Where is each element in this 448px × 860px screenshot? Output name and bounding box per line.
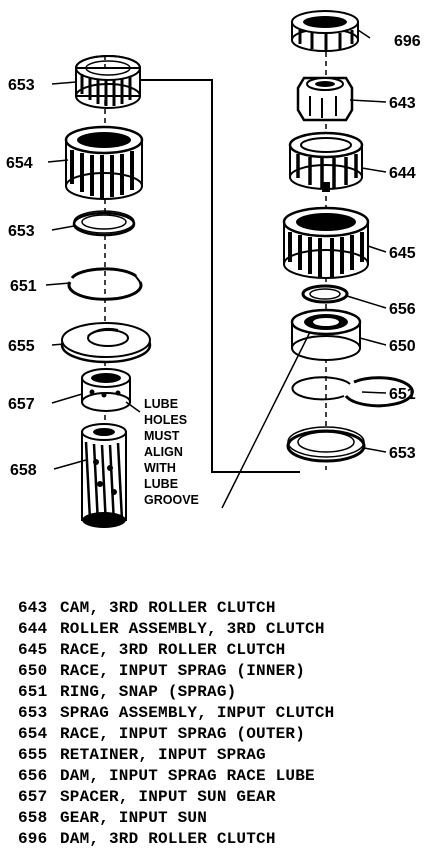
note-line-1: LUBE — [144, 397, 178, 411]
callout-657: 657 — [8, 396, 35, 413]
legend-item: 653 SPRAG ASSEMBLY, INPUT CLUTCH — [18, 703, 438, 724]
part-653-ring-right — [286, 426, 366, 463]
legend-description: RING, SNAP (SPRAG) — [60, 683, 237, 701]
part-654-outer-race — [64, 125, 144, 200]
legend-item: 643 CAM, 3RD ROLLER CLUTCH — [18, 598, 438, 619]
note-line-4: ALIGN — [144, 445, 183, 459]
legend-number: 696 — [18, 830, 48, 848]
stack-connector-line — [138, 79, 300, 473]
part-651-snap-ring-left — [67, 267, 143, 301]
legend-description: DAM, 3RD ROLLER CLUTCH — [60, 830, 276, 848]
part-696-dam — [291, 10, 359, 52]
legend-number: 655 — [18, 746, 48, 764]
legend-item: 650 RACE, INPUT SPRAG (INNER) — [18, 661, 438, 682]
legend-description: RACE, INPUT SPRAG (OUTER) — [60, 725, 306, 743]
legend-number: 656 — [18, 767, 48, 785]
callout-651-left: 651 — [10, 278, 37, 295]
legend-description: SPACER, INPUT SUN GEAR — [60, 788, 276, 806]
legend-item: 696 DAM, 3RD ROLLER CLUTCH — [18, 829, 438, 850]
legend-description: GEAR, INPUT SUN — [60, 809, 208, 827]
callout-654: 654 — [6, 155, 33, 172]
note-line-2: HOLES — [144, 413, 187, 427]
part-657-spacer — [81, 368, 131, 412]
note-line-7: GROOVE — [144, 493, 199, 507]
legend-description: DAM, INPUT SPRAG RACE LUBE — [60, 767, 315, 785]
legend-number: 653 — [18, 704, 48, 722]
note-line-6: LUBE — [144, 477, 178, 491]
legend-item: 656 DAM, INPUT SPRAG RACE LUBE — [18, 766, 438, 787]
lube-holes-note: LUBE HOLES MUST ALIGN WITH LUBE GROOVE — [144, 397, 199, 507]
callout-650: 650 — [389, 338, 416, 355]
legend-description: SPRAG ASSEMBLY, INPUT CLUTCH — [60, 704, 335, 722]
callout-645: 645 — [389, 245, 416, 262]
legend-item: 654 RACE, INPUT SPRAG (OUTER) — [18, 724, 438, 745]
callout-696: 696 — [394, 33, 421, 50]
part-643-cam — [296, 76, 354, 122]
parts-legend: 643 CAM, 3RD ROLLER CLUTCH 644 ROLLER ASSE… — [18, 598, 438, 850]
legend-description: RACE, 3RD ROLLER CLUTCH — [60, 641, 286, 659]
note-line-5: WITH — [144, 461, 176, 475]
part-645-race — [282, 206, 370, 279]
part-651-snap-ring-right — [291, 376, 414, 408]
legend-description: RETAINER, INPUT SPRAG — [60, 746, 266, 764]
leader-lines — [45, 29, 387, 509]
part-656-lube-dam — [301, 284, 349, 304]
exploded-parts-diagram: 653 654 653 651 655 657 658 696 643 644 … — [6, 10, 421, 528]
callout-655: 655 — [8, 338, 35, 355]
part-653-sprag-assembly-left — [75, 55, 141, 109]
legend-item: 658 GEAR, INPUT SUN — [18, 808, 438, 829]
part-658-sun-gear — [81, 423, 127, 528]
legend-item: 655 RETAINER, INPUT SPRAG — [18, 745, 438, 766]
legend-number: 643 — [18, 599, 48, 617]
legend-number: 645 — [18, 641, 48, 659]
callout-653-left-top: 653 — [8, 77, 35, 94]
callout-656: 656 — [389, 301, 416, 318]
legend-item: 651 RING, SNAP (SPRAG) — [18, 682, 438, 703]
part-644-roller-assembly — [288, 131, 364, 192]
legend-item: 644 ROLLER ASSEMBLY, 3RD CLUTCH — [18, 619, 438, 640]
note-line-3: MUST — [144, 429, 180, 443]
legend-description: RACE, INPUT SPRAG (INNER) — [60, 662, 306, 680]
legend-description: CAM, 3RD ROLLER CLUTCH — [60, 599, 276, 617]
callout-658: 658 — [10, 462, 37, 479]
legend-number: 658 — [18, 809, 48, 827]
callout-653-right: 653 — [389, 445, 416, 462]
callout-643: 643 — [389, 95, 416, 112]
legend-number: 651 — [18, 683, 48, 701]
part-650-inner-race — [290, 308, 362, 361]
legend-item: 645 RACE, 3RD ROLLER CLUTCH — [18, 640, 438, 661]
part-655-retainer — [60, 322, 152, 364]
part-653-ring-left — [72, 210, 136, 237]
legend-description: ROLLER ASSEMBLY, 3RD CLUTCH — [60, 620, 325, 638]
legend-number: 650 — [18, 662, 48, 680]
callout-644: 644 — [389, 165, 416, 182]
legend-number: 644 — [18, 620, 48, 638]
legend-number: 657 — [18, 788, 48, 806]
legend-number: 654 — [18, 725, 48, 743]
legend-item: 657 SPACER, INPUT SUN GEAR — [18, 787, 438, 808]
callout-653-left-mid: 653 — [8, 223, 35, 240]
callout-651-right: 651 — [389, 386, 416, 403]
